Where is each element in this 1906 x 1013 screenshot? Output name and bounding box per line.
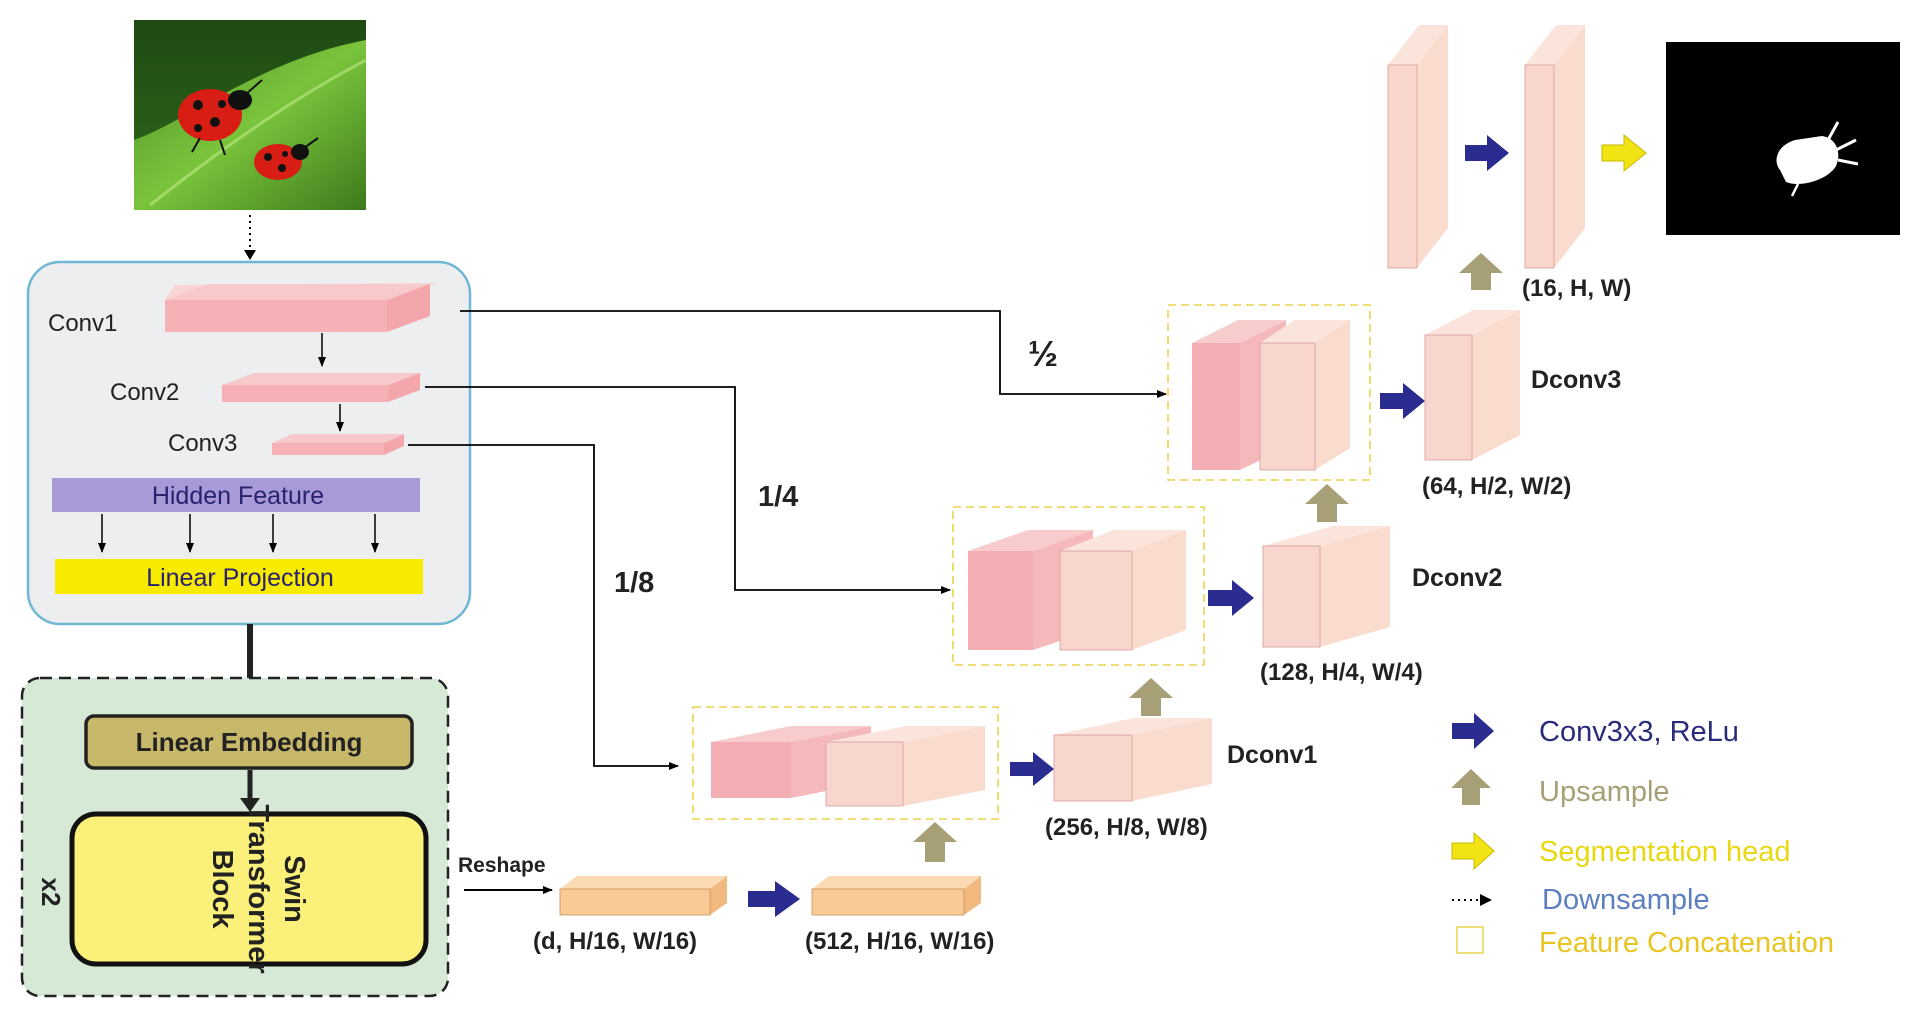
skip-connection-eighth (408, 444, 679, 770)
upsample-arrow-1 (913, 822, 957, 862)
s16-shape-label: (16, H, W) (1522, 275, 1631, 302)
dconv3-label: Dconv3 (1531, 366, 1621, 394)
skip-connection-half (460, 310, 1167, 398)
conv-arrow-4 (1465, 135, 1509, 171)
dconv1-label: Dconv1 (1227, 741, 1317, 769)
downsample-dotted-arrow (244, 215, 256, 260)
s512-shape-label: (512, H/16, W/16) (805, 928, 994, 955)
d-shape-label: (d, H/16, W/16) (533, 928, 697, 955)
conv1-block (165, 283, 438, 332)
output-mask (1666, 42, 1900, 235)
input-image (134, 20, 367, 210)
concat-group-2 (952, 506, 1205, 666)
linear-embedding-label: Linear Embedding (136, 727, 363, 757)
legend-concat-icon (1456, 926, 1484, 954)
legend-downsample-icon (1452, 894, 1492, 906)
s128-shape-label: (128, H/4, W/4) (1260, 659, 1423, 686)
legend-seg-head-icon (1451, 831, 1495, 871)
upsample-arrow-4 (1459, 253, 1503, 290)
swin-line1: Swin (278, 855, 310, 923)
concat-group-3 (1167, 304, 1371, 481)
swin-line2: Transformer (242, 804, 274, 973)
upsample-arrow-3 (1305, 484, 1349, 522)
dconv1-block (1053, 718, 1212, 802)
swin-transformer-box (69, 811, 429, 967)
hidden-feature-label: Hidden Feature (152, 482, 324, 510)
concat-group-1 (692, 706, 999, 820)
linear-embedding-box (84, 714, 414, 770)
conv2-block (222, 373, 420, 402)
dconv2-block (1262, 526, 1390, 648)
s512-feature-block (811, 876, 981, 916)
conv-arrow-3 (1380, 383, 1425, 419)
conv-arrow-1 (1010, 752, 1054, 786)
legend-seg-head-label: Segmentation head (1539, 836, 1791, 868)
skip-label-quarter: 1/4 (758, 481, 798, 513)
legend-upsample-label: Upsample (1539, 776, 1670, 808)
legend-conv-label: Conv3x3, ReLu (1539, 716, 1739, 748)
linear-projection-label: Linear Projection (146, 564, 334, 592)
conv3-label: Conv3 (168, 430, 237, 457)
seg-head-arrow (1601, 133, 1647, 173)
s64-shape-label: (64, H/2, W/2) (1422, 473, 1571, 500)
conv1-label: Conv1 (48, 310, 117, 337)
skip-label-eighth: 1/8 (614, 567, 654, 599)
swin-line3: Block (206, 850, 238, 930)
s256-shape-label: (256, H/8, W/8) (1045, 814, 1208, 841)
conv2-label: Conv2 (110, 379, 179, 406)
hidden-feature-bar (52, 478, 420, 512)
conv3-block (272, 434, 404, 455)
skip-label-half: ½ (1028, 333, 1058, 374)
projection-arrows (98, 514, 379, 553)
conv-arrow-bottom (748, 881, 800, 917)
legend-downsample-label: Downsample (1542, 884, 1710, 916)
skip-connection-quarter (425, 386, 951, 594)
conv-arrow-2 (1208, 580, 1254, 616)
legend: Conv3x3, ReLu Upsample Segmentation head… (1451, 713, 1834, 959)
repeat-label: x2 (36, 878, 66, 907)
legend-conv-icon (1452, 713, 1494, 749)
dconv2-label: Dconv2 (1412, 564, 1502, 592)
reshape-label: Reshape (458, 854, 546, 877)
d-feature-block (559, 876, 727, 916)
linear-projection-bar (55, 559, 423, 594)
legend-concat-label: Feature Concatenation (1539, 927, 1834, 959)
top-block-2 (1524, 25, 1585, 269)
dconv3-block (1424, 310, 1520, 461)
legend-upsample-icon (1451, 769, 1491, 805)
top-block-1 (1387, 25, 1448, 269)
upsample-arrow-2 (1129, 678, 1173, 716)
swin-text-group: Swin Transformer Block (206, 804, 310, 973)
